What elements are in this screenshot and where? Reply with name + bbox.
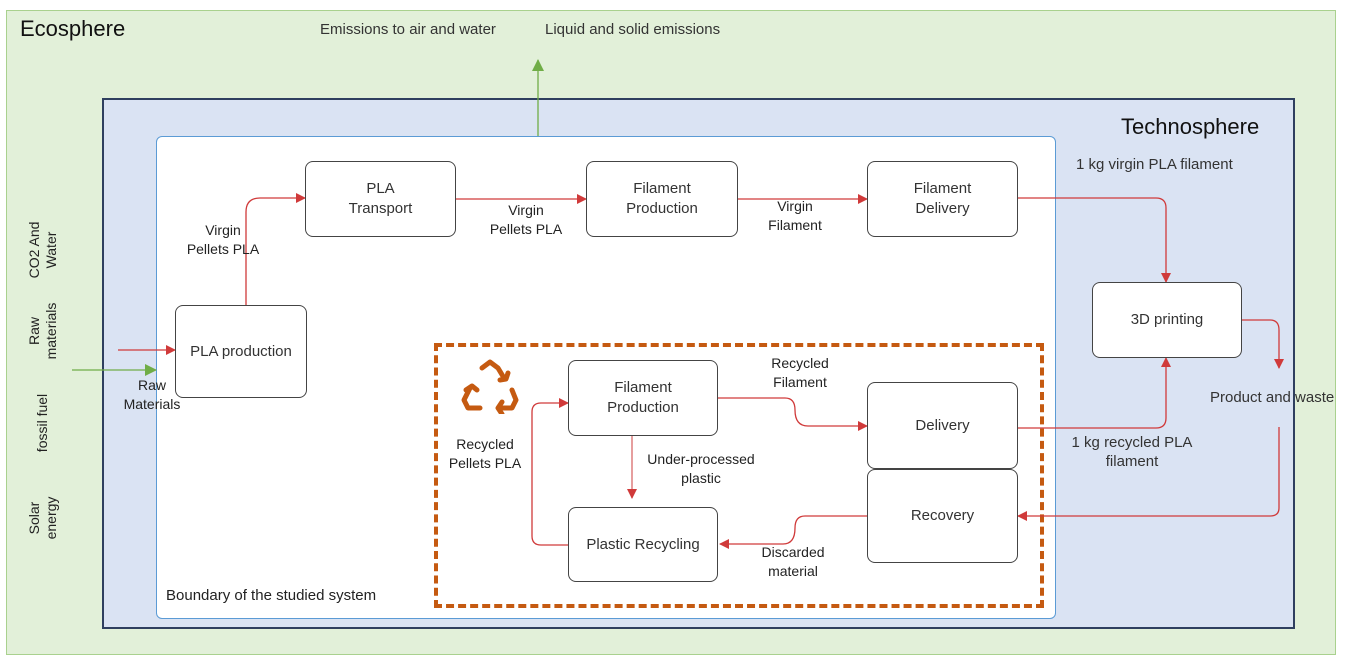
recovery-node: Recovery: [867, 469, 1018, 563]
technosphere-title: Technosphere: [1121, 114, 1260, 139]
flow-raw-materials-label: Raw Materials: [123, 377, 181, 412]
flow-virgin-filament-label: Virgin Filament: [768, 198, 822, 233]
filament-delivery-node: Filament Delivery: [867, 161, 1018, 237]
emissions-air-water-label: Emissions to air and water: [320, 21, 496, 38]
flow-recycled-pellets-label: Recycled Pellets PLA: [448, 436, 522, 471]
flow-virgin-pellets-1-label: Virgin Pellets PLA: [186, 222, 260, 257]
recycling-zone: [434, 343, 1044, 608]
flow-discarded-material-label: Discarded material: [761, 544, 825, 579]
virgin-filament-amount-label: 1 kg virgin PLA filament: [1076, 156, 1233, 173]
product-waste-label: Product and waste: [1210, 389, 1335, 406]
recycled-filament-production-node: Filament Production: [568, 360, 718, 436]
recycle-icon: [461, 359, 519, 414]
emissions-liquid-solid-label: Liquid and solid emissions: [545, 21, 721, 38]
delivery-node: Delivery: [867, 382, 1018, 469]
plastic-recycling-node: Plastic Recycling: [568, 507, 718, 582]
pla-production-node: PLA production: [175, 305, 307, 398]
flow-under-processed-label: Under-processed plastic: [647, 451, 755, 486]
flow-recycled-filament-label: Recycled Filament: [771, 355, 829, 390]
ecosphere-title: Ecosphere: [20, 16, 126, 41]
3d-printing-node: 3D printing: [1092, 282, 1242, 358]
recycled-filament-amount-label: 1 kg recycled PLA filament: [1071, 434, 1193, 470]
flow-virgin-pellets-2-label: Virgin Pellets PLA: [489, 202, 563, 237]
pla-transport-node: PLA Transport: [305, 161, 456, 237]
filament-production-node: Filament Production: [586, 161, 738, 237]
boundary-label: Boundary of the studied system: [166, 587, 377, 604]
